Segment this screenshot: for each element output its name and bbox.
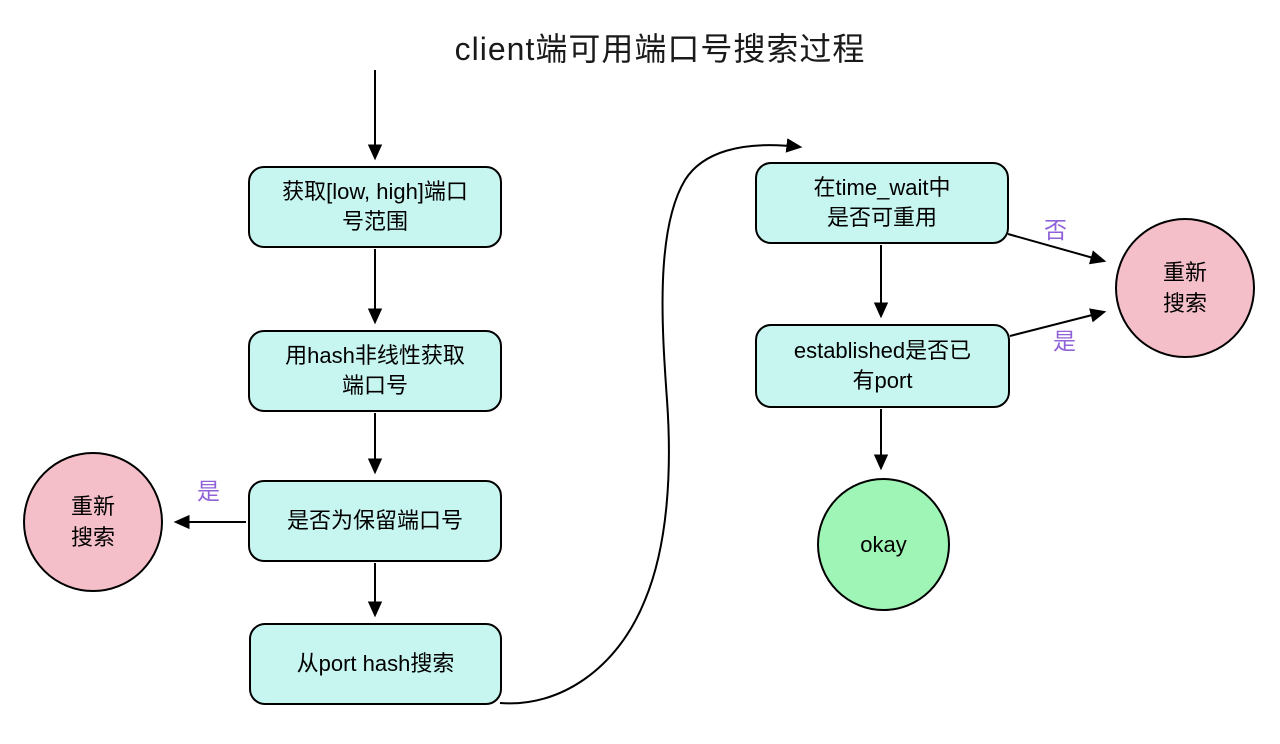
edge-established-to-research-right-arrow xyxy=(1009,308,1107,337)
node-get-range: 获取[low, high]端口 号范围 xyxy=(248,166,502,248)
node-research-right: 重新 搜索 xyxy=(1115,218,1255,358)
node-established-has-port: established是否已 有port xyxy=(755,324,1010,408)
node-okay-line1: okay xyxy=(860,532,907,557)
edge-label-no-right: 否 xyxy=(1044,217,1067,243)
node-okay: okay xyxy=(817,478,950,611)
node-time-wait-reuse-line2: 是否可重用 xyxy=(826,205,937,230)
node-established-has-port-line2: 有port xyxy=(852,368,913,393)
node-time-wait-reuse-line1: 在time_wait中 xyxy=(813,175,951,200)
node-research-left-line1: 重新 xyxy=(70,494,115,519)
node-research-right-line2: 搜索 xyxy=(1162,291,1207,316)
node-search-port-hash: 从port hash搜索 xyxy=(249,623,502,705)
node-get-range-line2: 号范围 xyxy=(341,209,408,234)
node-research-right-line1: 重新 xyxy=(1162,260,1207,285)
node-hash-nonlinear-line1: 用hash非线性获取 xyxy=(285,343,465,368)
node-time-wait-reuse: 在time_wait中 是否可重用 xyxy=(755,162,1009,244)
edge-label-yes-left: 是 xyxy=(197,478,220,504)
node-search-port-hash-line1: 从port hash搜索 xyxy=(296,651,455,676)
node-is-reserved: 是否为保留端口号 xyxy=(248,480,502,562)
edge-timewait-to-research-right-arrow xyxy=(1007,233,1107,265)
node-research-left-line2: 搜索 xyxy=(70,525,115,550)
edge-porthash-to-timewait-curve-arrow xyxy=(499,138,803,705)
edge-label-yes-right: 是 xyxy=(1053,328,1076,354)
node-hash-nonlinear-line2: 端口号 xyxy=(341,373,408,398)
node-established-has-port-line1: established是否已 xyxy=(793,338,972,363)
node-hash-nonlinear: 用hash非线性获取 端口号 xyxy=(248,330,502,412)
node-is-reserved-line1: 是否为保留端口号 xyxy=(286,508,463,533)
node-research-left: 重新 搜索 xyxy=(23,452,163,592)
node-get-range-line1: 获取[low, high]端口 xyxy=(282,179,468,204)
diagram-title: client端可用端口号搜索过程 xyxy=(454,31,866,67)
